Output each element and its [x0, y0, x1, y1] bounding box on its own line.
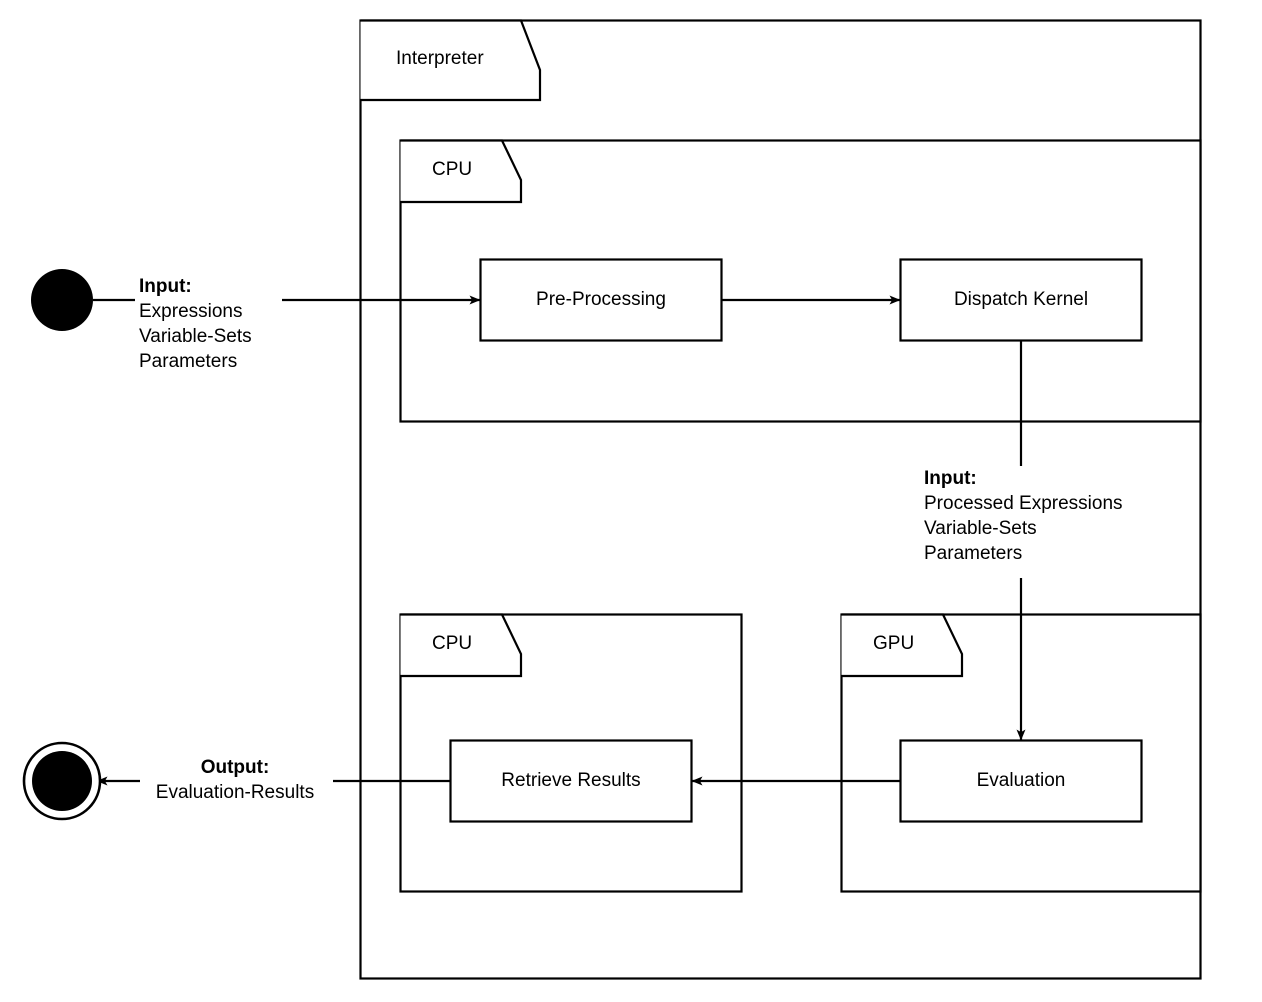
node-pre-processing[interactable] — [479, 258, 723, 342]
frame-gpu-tab — [841, 613, 964, 678]
node-dispatch-kernel[interactable] — [899, 258, 1143, 342]
node-retrieve-results[interactable] — [449, 739, 693, 823]
node-final[interactable] — [22, 741, 102, 821]
node-evaluation[interactable] — [899, 739, 1143, 823]
node-initial[interactable] — [31, 269, 93, 331]
